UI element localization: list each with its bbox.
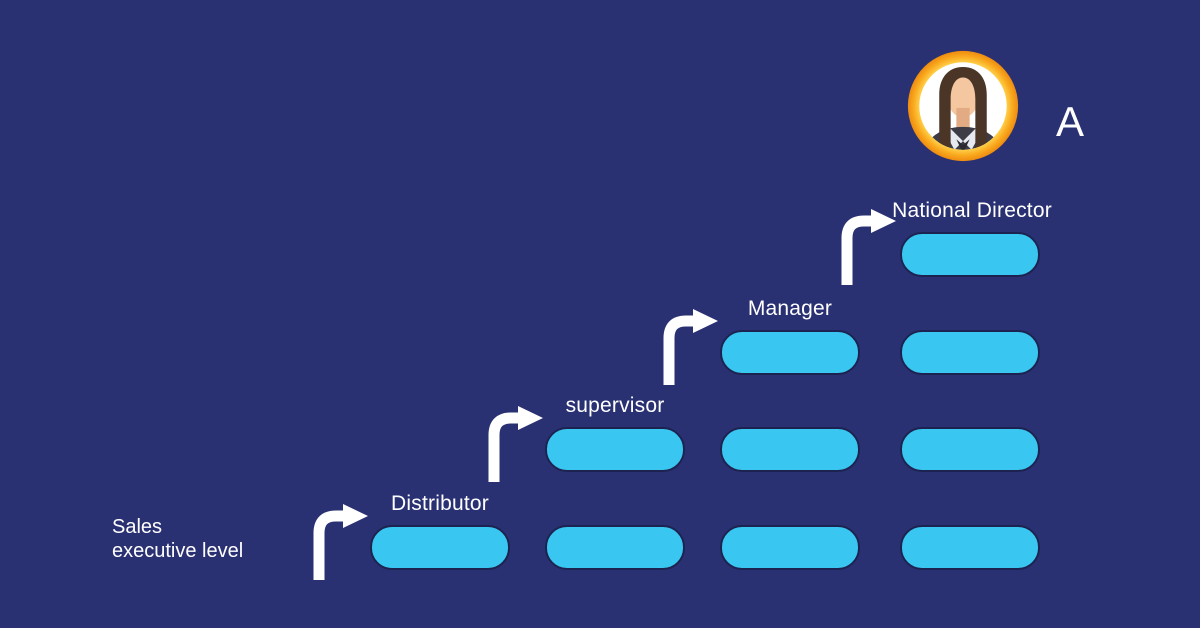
level-label-supervisor: supervisor	[565, 394, 665, 417]
level-label-national-director: National Director	[892, 199, 1052, 222]
letter-a-label: A	[1055, 98, 1084, 145]
level-pill-supervisor-2	[545, 427, 685, 472]
level-label-distributor: Distributor	[391, 492, 489, 515]
level-pill-national-director-1	[900, 525, 1040, 570]
level-pill-distributor-1	[370, 525, 510, 570]
level-pill-supervisor-1	[545, 525, 685, 570]
curved-up-right-arrow-icon	[488, 406, 543, 482]
level-label-manager: Manager	[747, 297, 833, 320]
level-pill-national-director-2	[900, 427, 1040, 472]
level-pill-manager-1	[720, 525, 860, 570]
level-pill-manager-3	[720, 330, 860, 375]
caption-line-2: executive level	[112, 540, 244, 562]
caption-line-1: Sales	[112, 516, 163, 538]
curved-up-right-arrow-icon	[841, 209, 896, 285]
level-pill-manager-2	[720, 427, 860, 472]
curved-up-right-arrow-icon	[663, 309, 718, 385]
level-pill-national-director-4	[900, 232, 1040, 277]
curved-up-right-arrow-icon	[313, 504, 368, 580]
level-pill-national-director-3	[900, 330, 1040, 375]
woman-avatar-icon	[907, 50, 1019, 162]
sales-executive-caption: Sales executive level	[112, 515, 243, 563]
